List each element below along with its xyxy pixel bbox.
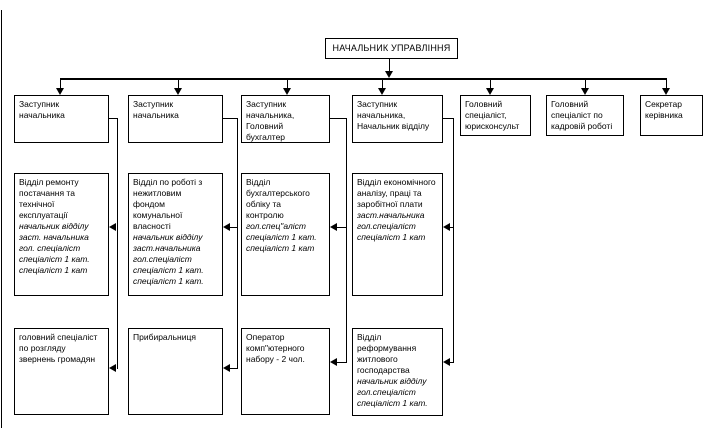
connector-drop-1 <box>60 78 61 88</box>
arrowhead-drop-7 <box>662 88 670 95</box>
org-node-staff: начальник відділу заст.начальника гол.сп… <box>133 232 204 286</box>
arrowhead-drop-2 <box>174 88 182 95</box>
org-node-title: Головний спеціаліст по кадровій роботі <box>551 99 613 131</box>
connector-col2-stub <box>223 118 237 119</box>
org-node-economic-analysis-dept: Відділ економічного аналізу, праці та за… <box>352 173 443 296</box>
arrowhead-drop-6 <box>581 88 589 95</box>
org-node-cleaner: Прибиральниця <box>128 328 223 415</box>
connector-col1-stub <box>109 118 117 119</box>
connector-col1-bus <box>117 118 118 369</box>
arrowhead-root-drop <box>385 71 393 78</box>
arrowhead-drop-5 <box>486 88 494 95</box>
connector-col4-bus <box>453 118 454 363</box>
connector-col2-bus <box>237 118 238 369</box>
org-node-title: Відділ по роботі з нежитловим фондом ком… <box>133 177 203 231</box>
org-node-chief-specialist-hr: Головний спеціаліст по кадровій роботі <box>546 95 624 136</box>
connector-drop-7 <box>666 78 667 88</box>
page-edge-line <box>1 10 2 428</box>
org-node-title: Головний спеціаліст, юрисконсульт <box>465 99 520 131</box>
org-node-deputy-department-head: Заступник начальника, Начальник відділу <box>352 95 443 143</box>
org-node-title: Заступник начальника <box>19 99 65 120</box>
org-node-staff: начальник відділу гол.спеціаліст спеціал… <box>357 376 428 408</box>
connector-col4-row3-link <box>450 227 453 228</box>
arrowhead-col2-row3 <box>223 223 230 231</box>
arrowhead-col2-row4 <box>223 364 230 372</box>
org-node-title: Заступник начальника, Головний бухгалтер <box>246 99 295 142</box>
org-node-citizens-appeals-specialist: головний спеціаліст по розгляду звернень… <box>14 328 109 415</box>
org-node-title: головний спеціаліст по розгляду звернень… <box>19 332 98 364</box>
arrowhead-drop-3 <box>283 88 291 95</box>
connector-col3-row4-link <box>337 362 346 363</box>
org-node-deputy-chief-accountant: Заступник начальника, Головний бухгалтер <box>241 95 330 143</box>
org-node-title: Заступник начальника, Начальник відділу <box>357 99 430 131</box>
connector-col4-row4-link <box>450 362 453 363</box>
connector-drop-6 <box>585 78 586 88</box>
arrowhead-drop-4 <box>378 88 386 95</box>
arrowhead-col1-row3 <box>109 223 116 231</box>
org-node-housing-reform-dept: Відділ реформування житлового господарст… <box>352 328 443 416</box>
org-node-computer-operator: Оператор комп"ютерного набору - 2 чол. <box>241 328 330 415</box>
org-node-title: Прибиральниця <box>133 332 196 342</box>
org-node-head-of-administration: НАЧАЛЬНИК УПРАВЛІННЯ <box>325 38 458 59</box>
org-node-title: Відділ реформування житлового господарст… <box>357 332 417 375</box>
org-node-title: Оператор комп"ютерного набору - 2 чол. <box>246 332 305 364</box>
connector-col4-stub <box>443 118 453 119</box>
arrowhead-col1-row4 <box>109 364 116 372</box>
arrowhead-col4-row3 <box>443 223 450 231</box>
org-node-title: Заступник начальника <box>133 99 179 120</box>
org-node-staff: начальник відділу заст. начальника гол. … <box>19 221 90 275</box>
org-node-nonresidential-fund-dept: Відділ по роботі з нежитловим фондом ком… <box>128 173 223 296</box>
connector-col3-stub <box>330 118 346 119</box>
org-node-deputy-1: Заступник начальника <box>14 95 109 143</box>
org-node-secretary: Секретар керівника <box>640 95 703 136</box>
connector-root-drop <box>389 58 390 72</box>
org-node-chief-specialist-legal: Головний спеціаліст, юрисконсульт <box>460 95 531 136</box>
arrowhead-col3-row3 <box>330 223 337 231</box>
org-node-title: Відділ ремонту постачання та технічної е… <box>19 177 79 220</box>
org-node-deputy-2: Заступник начальника <box>128 95 223 143</box>
arrowhead-col3-row4 <box>330 358 337 366</box>
connector-drop-2 <box>178 78 179 88</box>
org-node-title: НАЧАЛЬНИК УПРАВЛІННЯ <box>332 43 451 53</box>
org-node-title: Відділ бухгалтерського обліку та контрол… <box>246 177 310 220</box>
connector-drop-3 <box>287 78 288 88</box>
connector-drop-5 <box>490 78 491 88</box>
connector-col3-bus <box>346 118 347 363</box>
org-node-accounting-dept: Відділ бухгалтерського обліку та контрол… <box>241 173 330 296</box>
connector-col3-row3-link <box>337 227 346 228</box>
arrowhead-col4-row4 <box>443 358 450 366</box>
org-node-title: Відділ економічного аналізу, праці та за… <box>357 177 436 209</box>
connector-drop-4 <box>382 78 383 88</box>
org-node-repair-supply-dept: Відділ ремонту постачання та технічної е… <box>14 173 109 296</box>
arrowhead-drop-1 <box>56 88 64 95</box>
org-node-staff: гол.спец"аліст спеціаліст 1 кат. спеціал… <box>246 221 317 253</box>
connector-col2-row4-link <box>230 368 237 369</box>
connector-col2-row3-link <box>230 227 237 228</box>
connector-top-bus <box>60 78 667 80</box>
org-node-staff: заст.начальника гол.спеціаліст спеціаліс… <box>357 210 426 242</box>
org-node-title: Секретар керівника <box>645 99 683 120</box>
